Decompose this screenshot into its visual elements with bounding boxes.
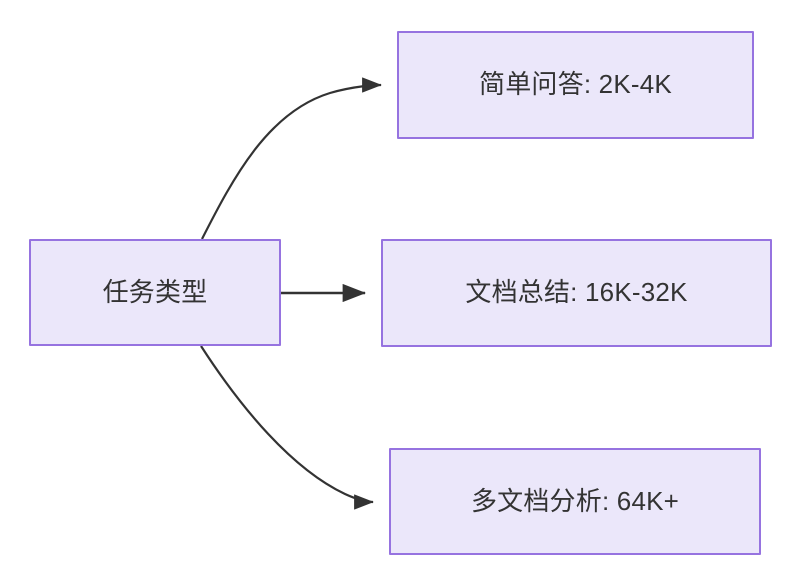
node-task-type-label: 任务类型: [102, 276, 208, 307]
node-doc-summary-label: 文档总结: 16K-32K: [465, 277, 688, 308]
node-multi-doc-label: 多文档分析: 64K+: [470, 485, 680, 516]
node-task-type[interactable]: 任务类型: [29, 239, 281, 346]
node-simple-qa[interactable]: 简单问答: 2K-4K: [397, 31, 754, 139]
edge-source-to-multi-doc: [200, 345, 374, 510]
node-simple-qa-label: 简单问答: 2K-4K: [479, 69, 672, 100]
edge-source-to-simple-qa: [201, 77, 382, 240]
node-doc-summary[interactable]: 文档总结: 16K-32K: [381, 239, 772, 347]
node-multi-doc[interactable]: 多文档分析: 64K+: [389, 448, 761, 555]
